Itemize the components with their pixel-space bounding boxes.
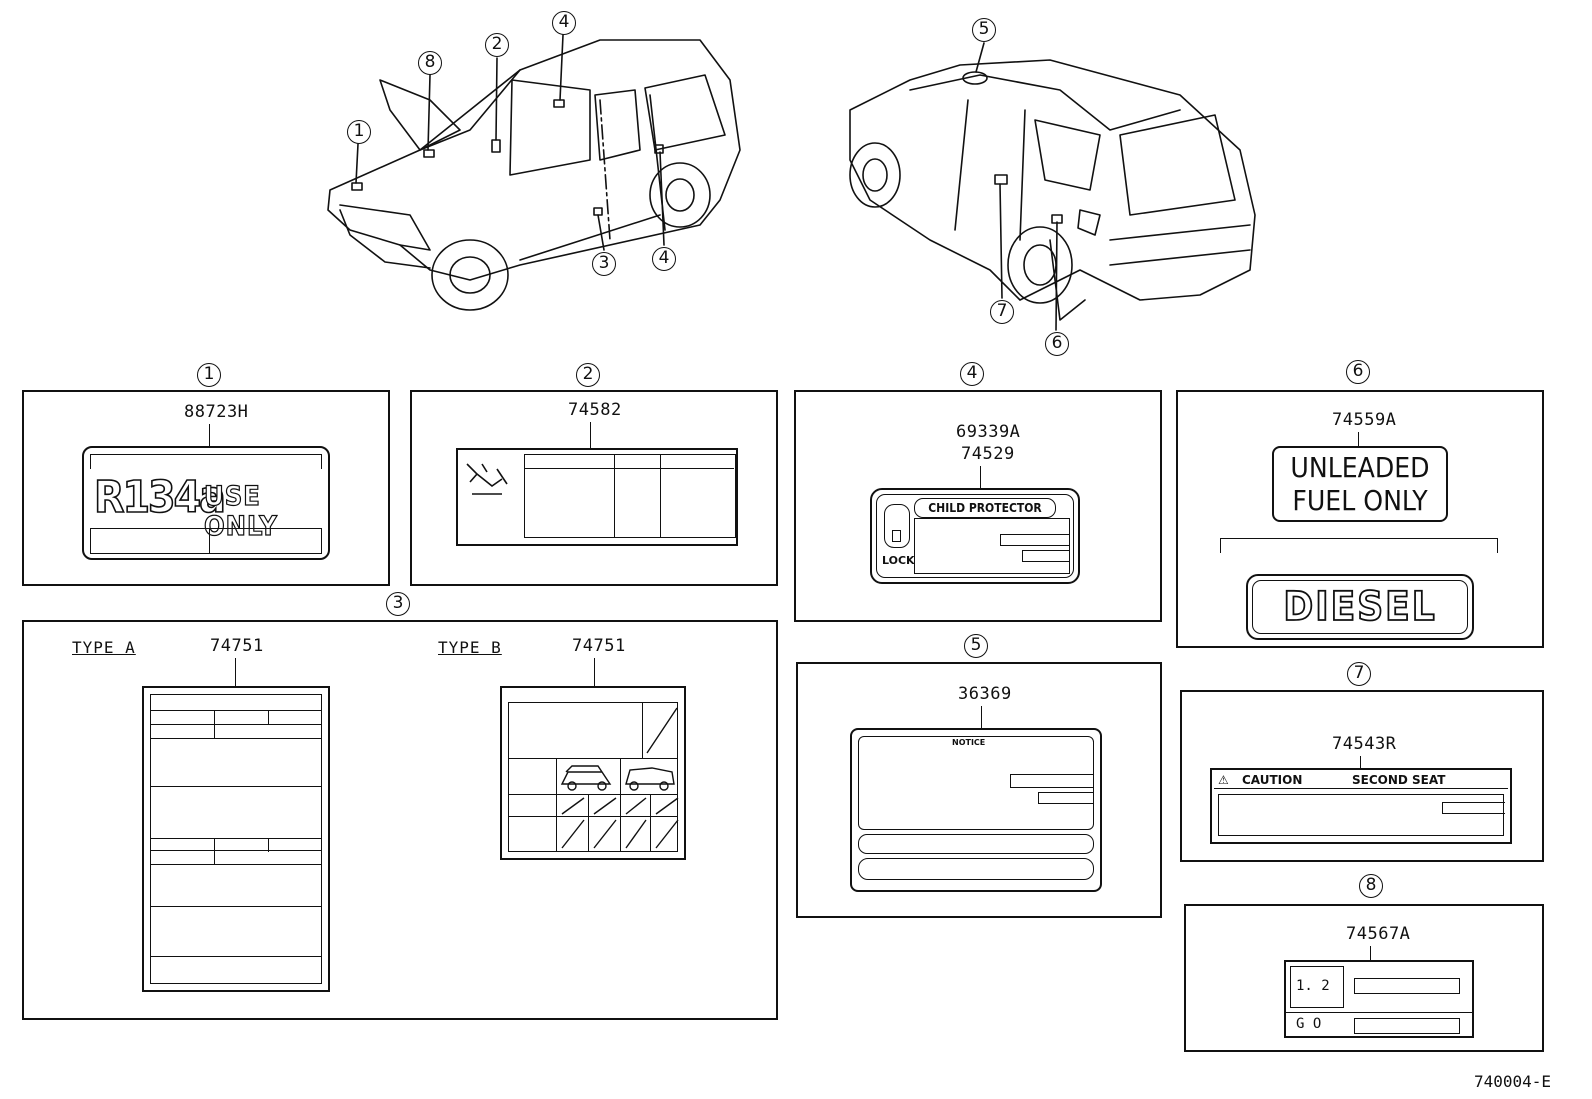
callout-4: 4	[960, 362, 984, 386]
callout-3-car: 3	[592, 252, 616, 276]
figure-code: 740004-E	[1474, 1072, 1552, 1091]
part-number-69339A: 69339A	[956, 422, 1021, 442]
jack-label	[456, 448, 738, 546]
type-b-label-sheet	[500, 686, 686, 860]
notice-text: NOTICE	[952, 738, 986, 747]
label-panel-3: TYPE A 74751 TYPE B 74751	[22, 620, 778, 1020]
callout-2: 2	[576, 363, 600, 387]
caution-text: CAUTION	[1242, 773, 1303, 787]
notice-label: NOTICE	[850, 728, 1102, 892]
unleaded-fuel-only-label: UNLEADED FUEL ONLY	[1272, 446, 1448, 522]
callout-1-car: 1	[347, 120, 371, 144]
leader-line	[590, 422, 591, 448]
leader-line	[1360, 756, 1361, 768]
type-a-label-sheet	[142, 686, 330, 992]
callout-6: 6	[1346, 360, 1370, 384]
callout-2-car: 2	[485, 33, 509, 57]
label-panel-5: 36369 NOTICE	[796, 662, 1162, 918]
callout-8-car: 8	[418, 51, 442, 75]
callout-3: 3	[386, 592, 410, 616]
jack-icon	[466, 463, 508, 495]
diesel-text: DIESEL	[1282, 583, 1437, 631]
part-number-74751-type-a: 74751	[210, 636, 264, 656]
r134a-text: R134a	[93, 472, 226, 523]
part-number-36369: 36369	[958, 684, 1012, 704]
leader-line	[1358, 432, 1359, 446]
type-a-label: TYPE A	[72, 638, 136, 657]
callout-6-car: 6	[1045, 332, 1069, 356]
part-number-74751-type-b: 74751	[572, 636, 626, 656]
callout-1: 1	[197, 363, 221, 387]
part-number-74543R: 74543R	[1332, 734, 1397, 754]
label-panel-6: 74559A UNLEADED FUEL ONLY DIESEL	[1176, 390, 1544, 648]
warning-triangle-icon: ⚠	[1218, 773, 1229, 787]
label-panel-7: 74543R ⚠ CAUTION SECOND SEAT	[1180, 690, 1544, 862]
fuel-only-text: FUEL ONLY	[1292, 484, 1428, 517]
front-view-car	[327, 39, 741, 311]
callout-7: 7	[1347, 662, 1371, 686]
go-text: G O	[1296, 1016, 1322, 1032]
leader-line	[235, 658, 236, 686]
label-panel-4: 69339A 74529 LOCK CHILD PROTECTOR	[794, 390, 1162, 622]
variant-bracket	[1220, 538, 1498, 553]
leader-line	[209, 424, 210, 446]
unleaded-text: UNLEADED	[1290, 451, 1430, 484]
leader-line	[1370, 946, 1371, 960]
type-b-diagram	[560, 707, 679, 849]
part-number-74559A: 74559A	[1332, 410, 1397, 430]
callout-5-car: 5	[972, 18, 996, 42]
r134a-label: R134a USE ONLY	[82, 446, 330, 560]
callout-5: 5	[964, 634, 988, 658]
part-number-74567A: 74567A	[1346, 924, 1411, 944]
car-leader-lines	[355, 34, 1058, 331]
leader-line	[980, 466, 981, 488]
lock-switch-icon	[884, 504, 910, 548]
label-panel-2: 74582	[410, 390, 778, 586]
label-panel-1: 88723H R134a USE ONLY	[22, 390, 390, 586]
child-protector-text: CHILD PROTECTOR	[914, 498, 1056, 518]
callout-4-car-bottom: 4	[652, 247, 676, 271]
part-number-74529: 74529	[961, 444, 1015, 464]
callout-7-car: 7	[990, 300, 1014, 324]
child-protector-label: LOCK CHILD PROTECTOR	[870, 488, 1080, 584]
rear-view-car	[849, 59, 1256, 321]
leader-line	[981, 706, 982, 728]
lock-text: LOCK	[882, 554, 915, 567]
gear-ratio-label: 1. 2 G O	[1284, 960, 1474, 1038]
use-only-text: USE ONLY	[203, 481, 278, 542]
type-b-label: TYPE B	[438, 638, 502, 657]
second-seat-text: SECOND SEAT	[1352, 773, 1446, 787]
part-number-74582: 74582	[568, 400, 622, 420]
callout-8: 8	[1359, 874, 1383, 898]
leader-line	[594, 658, 595, 686]
ratio-text: 1. 2	[1296, 978, 1330, 994]
part-number-88723H: 88723H	[184, 402, 249, 422]
label-panel-8: 74567A 1. 2 G O	[1184, 904, 1544, 1052]
diesel-label: DIESEL	[1246, 574, 1474, 640]
second-seat-caution-label: ⚠ CAUTION SECOND SEAT	[1210, 768, 1512, 844]
callout-4-car-top: 4	[552, 11, 576, 35]
